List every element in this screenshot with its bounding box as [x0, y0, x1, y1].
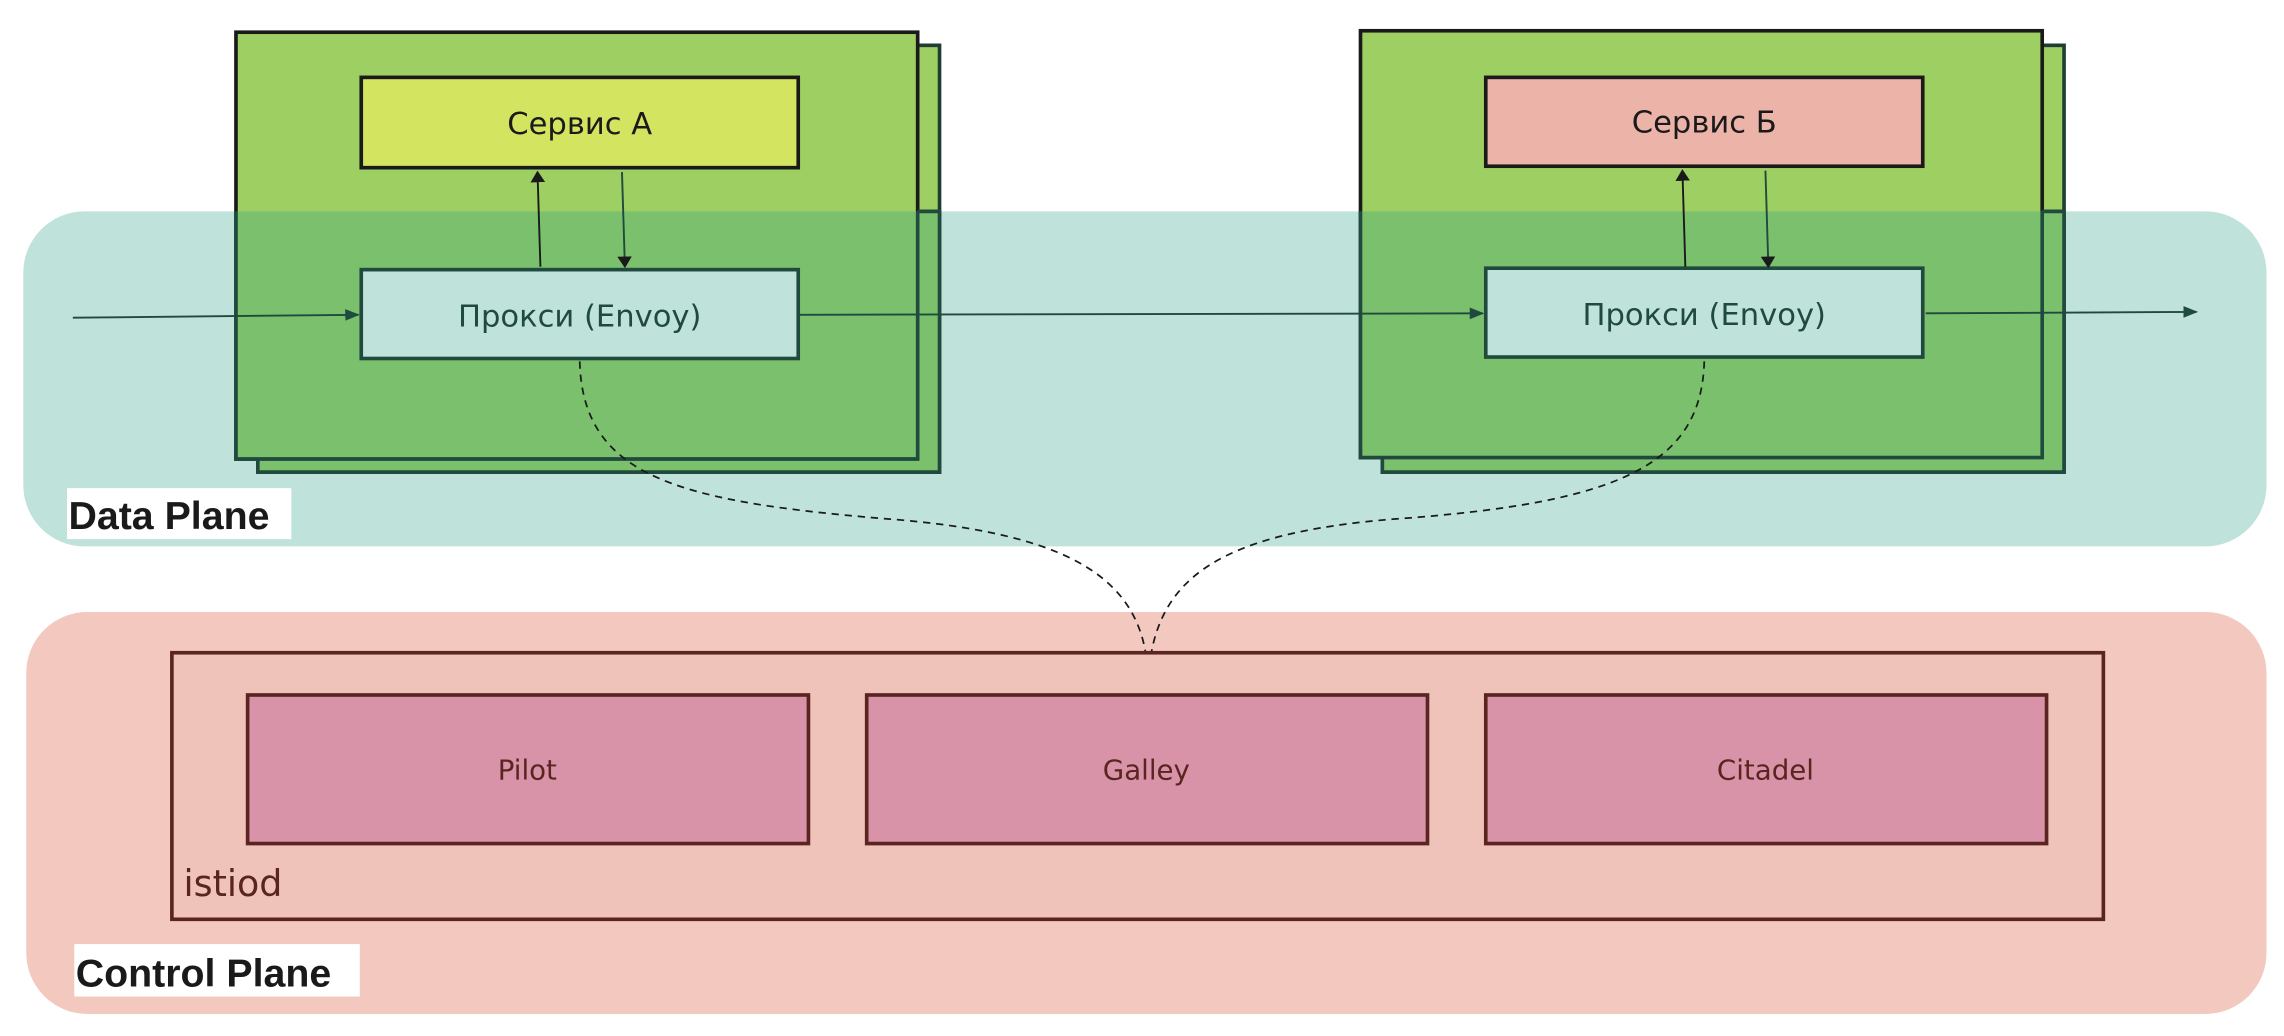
- arrow-proxy-a-to-service-a: [530, 170, 546, 267]
- arrow-service-a-to-proxy-a: [617, 172, 632, 269]
- proxy-b-box[interactable]: [1483, 266, 1925, 359]
- arrow-proxy-b-to-service-b: [1675, 169, 1690, 267]
- arrow-ingress-to-proxy-a: [72, 309, 360, 321]
- arrow-service-b-to-proxy-b: [1760, 170, 1776, 269]
- citadel-box[interactable]: [1483, 693, 2049, 846]
- service-a-label: Сервис А: [507, 107, 652, 142]
- galley-box[interactable]: [864, 693, 1430, 846]
- control-plane-label: Control Plane: [76, 951, 332, 995]
- istiod-label: istiod: [184, 862, 283, 905]
- arrow-proxy-a-to-proxy-b: [799, 307, 1485, 320]
- galley-label: Galley: [1103, 753, 1190, 786]
- service-a-box[interactable]: [359, 75, 801, 170]
- citadel-label: Citadel: [1717, 753, 1814, 786]
- data-plane-label: Data Plane: [68, 494, 269, 538]
- pilot-box[interactable]: [245, 693, 811, 846]
- proxy-b-label: Прокси (Envoy): [1583, 298, 1826, 333]
- data-plane-label-bg: [67, 488, 292, 540]
- arrow-proxy-b-to-egress: [1925, 306, 2199, 318]
- proxy-a-box[interactable]: [359, 267, 801, 361]
- dashed-link-proxy-a-to-istiod: [578, 361, 1149, 688]
- pilot-label: Pilot: [498, 753, 557, 786]
- service-b-label: Сервис Б: [1632, 106, 1777, 141]
- control-plane-label-bg: [74, 944, 360, 997]
- proxy-a-label: Прокси (Envoy): [458, 299, 701, 334]
- dashed-link-proxy-b-to-istiod: [1142, 361, 1706, 690]
- service-b-box[interactable]: [1483, 75, 1925, 169]
